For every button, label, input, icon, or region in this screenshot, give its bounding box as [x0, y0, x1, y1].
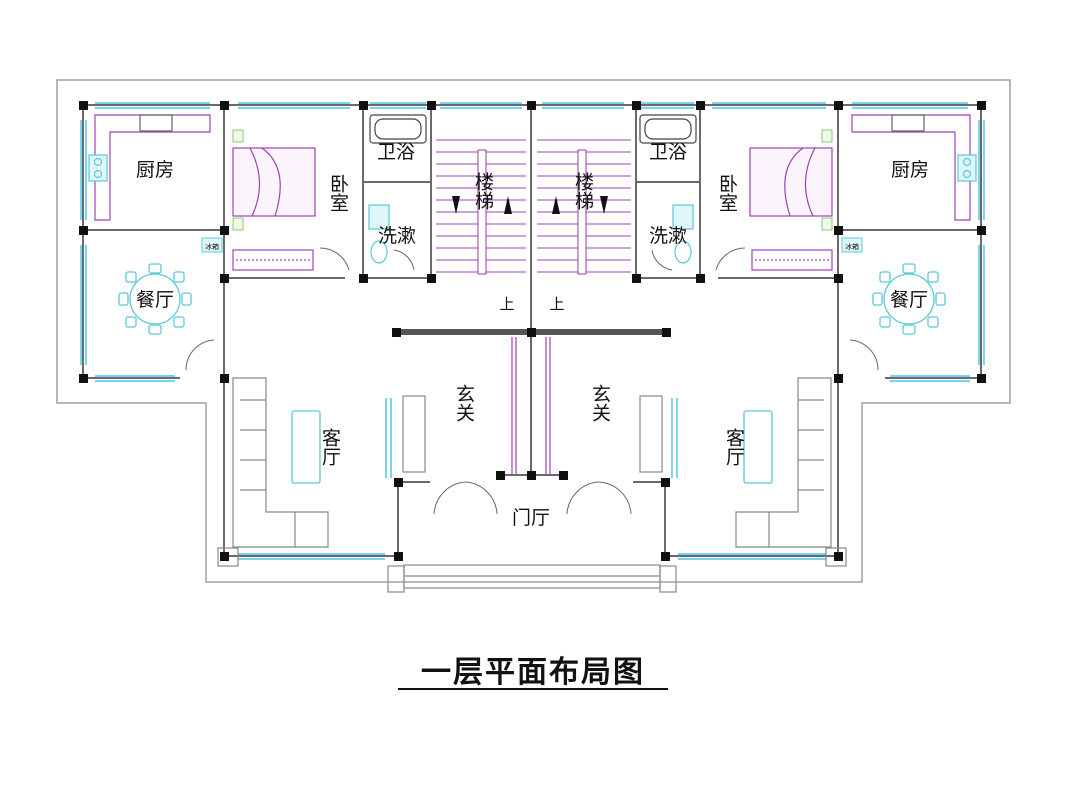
stove-icon: [957, 154, 977, 182]
staircase-right: [537, 139, 631, 275]
bathtub-right: [639, 114, 697, 144]
svg-text:冰箱: 冰箱: [845, 242, 859, 251]
dining-table-right: [872, 263, 946, 335]
sofa-right: [735, 377, 832, 548]
label-bath-left: 卫浴: [377, 141, 415, 163]
plan-title: 一层平面布局图: [421, 655, 645, 690]
dining-table-left: [118, 263, 192, 335]
label-bedroom-right: 卧室: [716, 174, 738, 212]
label-dining-left: 餐厅: [136, 289, 174, 311]
fridge-right: 冰箱: [841, 237, 863, 253]
arrow-up-icon: [600, 196, 608, 214]
label-living-left: 客厅: [319, 428, 341, 466]
kitchen-counter-left: [88, 114, 211, 221]
sink-icon: [139, 114, 173, 132]
label-stair-up-right: 上: [549, 295, 564, 313]
kitchen-counter-right: [851, 114, 977, 221]
coffee-tables: [291, 410, 773, 484]
label-stairs-left: 楼梯: [472, 172, 494, 210]
toilet-right: [672, 204, 694, 264]
columns: [79, 101, 986, 561]
svg-text:冰箱: 冰箱: [205, 242, 219, 251]
label-living-right: 客厅: [723, 428, 745, 466]
label-stairs-right: 楼梯: [572, 172, 594, 210]
shoe-cabinet-left: [402, 395, 426, 473]
label-bedroom-left: 卧室: [327, 174, 349, 212]
windows: [80, 102, 985, 560]
label-entrance-hall: 门厅: [512, 507, 550, 529]
foyer-partitions: [511, 337, 551, 475]
label-kitchen-left: 厨房: [136, 159, 174, 181]
doors: [185, 247, 879, 515]
fridge-left: 冰箱: [201, 237, 223, 253]
label-wash-right: 洗漱: [649, 225, 687, 247]
nightstands: [232, 129, 833, 231]
label-wash-left: 洗漱: [378, 225, 416, 247]
label-dining-right: 餐厅: [890, 289, 928, 311]
bed-right: [749, 147, 833, 271]
arrow-down-icon: [552, 196, 560, 214]
label-foyer-right: 玄关: [589, 384, 611, 422]
sofa-left: [232, 377, 329, 548]
label-stair-up-left: 上: [499, 295, 514, 313]
arrow-down-icon: [452, 196, 460, 214]
label-foyer-left: 玄关: [453, 384, 475, 422]
bathtub-left: [369, 114, 427, 144]
shoe-cabinet-right: [639, 395, 663, 473]
sink-icon: [891, 114, 925, 132]
arrow-up-icon: [504, 196, 512, 214]
site-outline: [56, 79, 1011, 583]
staircase-left: [436, 139, 526, 275]
porch: [217, 547, 847, 593]
toilet-left: [368, 204, 390, 264]
stove-icon: [88, 154, 108, 182]
stair-arrows: [452, 196, 608, 214]
label-bath-right: 卫浴: [649, 141, 687, 163]
bed-left: [232, 147, 316, 271]
label-kitchen-right: 厨房: [891, 159, 929, 181]
